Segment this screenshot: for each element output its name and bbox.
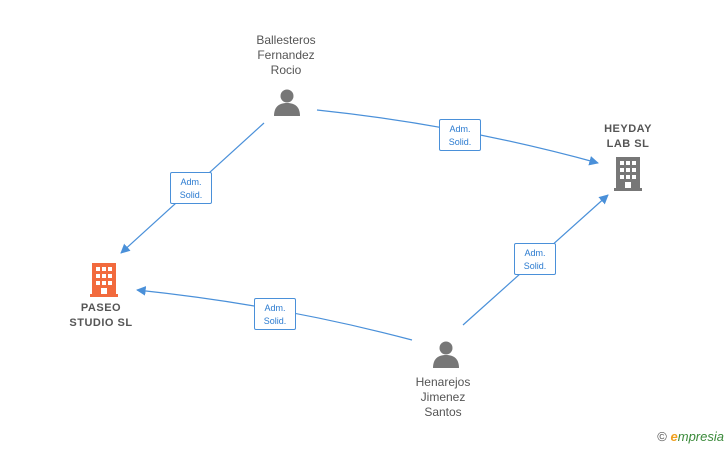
building-icon[interactable] [90,263,118,297]
empresia-watermark: © empresia [657,429,724,444]
person-icon[interactable] [433,341,459,369]
brand-logo-e: e [670,429,678,444]
edge-label-henarejos-paseo[interactable]: Adm. Solid. [254,298,296,330]
edge-label-ballesteros-heyday[interactable]: Adm. Solid. [439,119,481,151]
edge-label-ballesteros-paseo[interactable]: Adm. Solid. [170,172,212,204]
node-label-line: Santos [424,405,462,419]
node-label-line: Henarejos [415,375,471,389]
node-label-line: Rocio [270,63,302,77]
node-label-line: Ballesteros [256,33,316,47]
node-label-heyday[interactable]: HEYDAY LAB SL [588,122,668,152]
edge-label-line: Adm. [449,124,471,134]
edge-label-line: Solid. [179,190,203,200]
node-label-line: STUDIO SL [69,317,133,329]
node-label-line: LAB SL [606,138,650,150]
edge-label-line: Solid. [263,316,287,326]
node-label-line: Jimenez [420,390,466,404]
person-icon[interactable] [274,89,300,117]
edge-label-line: Solid. [448,137,472,147]
node-label-henarejos[interactable]: Henarejos Jimenez Santos [393,375,493,420]
edge-label-line: Adm. [264,303,286,313]
node-label-paseo[interactable]: PASEO STUDIO SL [56,301,146,331]
building-icon[interactable] [614,157,642,191]
node-label-ballesteros[interactable]: Ballesteros Fernandez Rocio [236,33,336,78]
node-label-line: HEYDAY [604,123,652,135]
brand-logo-text: mpresia [677,429,724,444]
edge-label-line: Adm. [180,177,202,187]
node-label-line: Fernandez [257,48,315,62]
copyright-icon: © [657,429,667,444]
edge-label-line: Adm. [524,248,546,258]
edge-label-line: Solid. [523,261,547,271]
edge-label-henarejos-heyday[interactable]: Adm. Solid. [514,243,556,275]
node-label-line: PASEO [80,302,122,314]
